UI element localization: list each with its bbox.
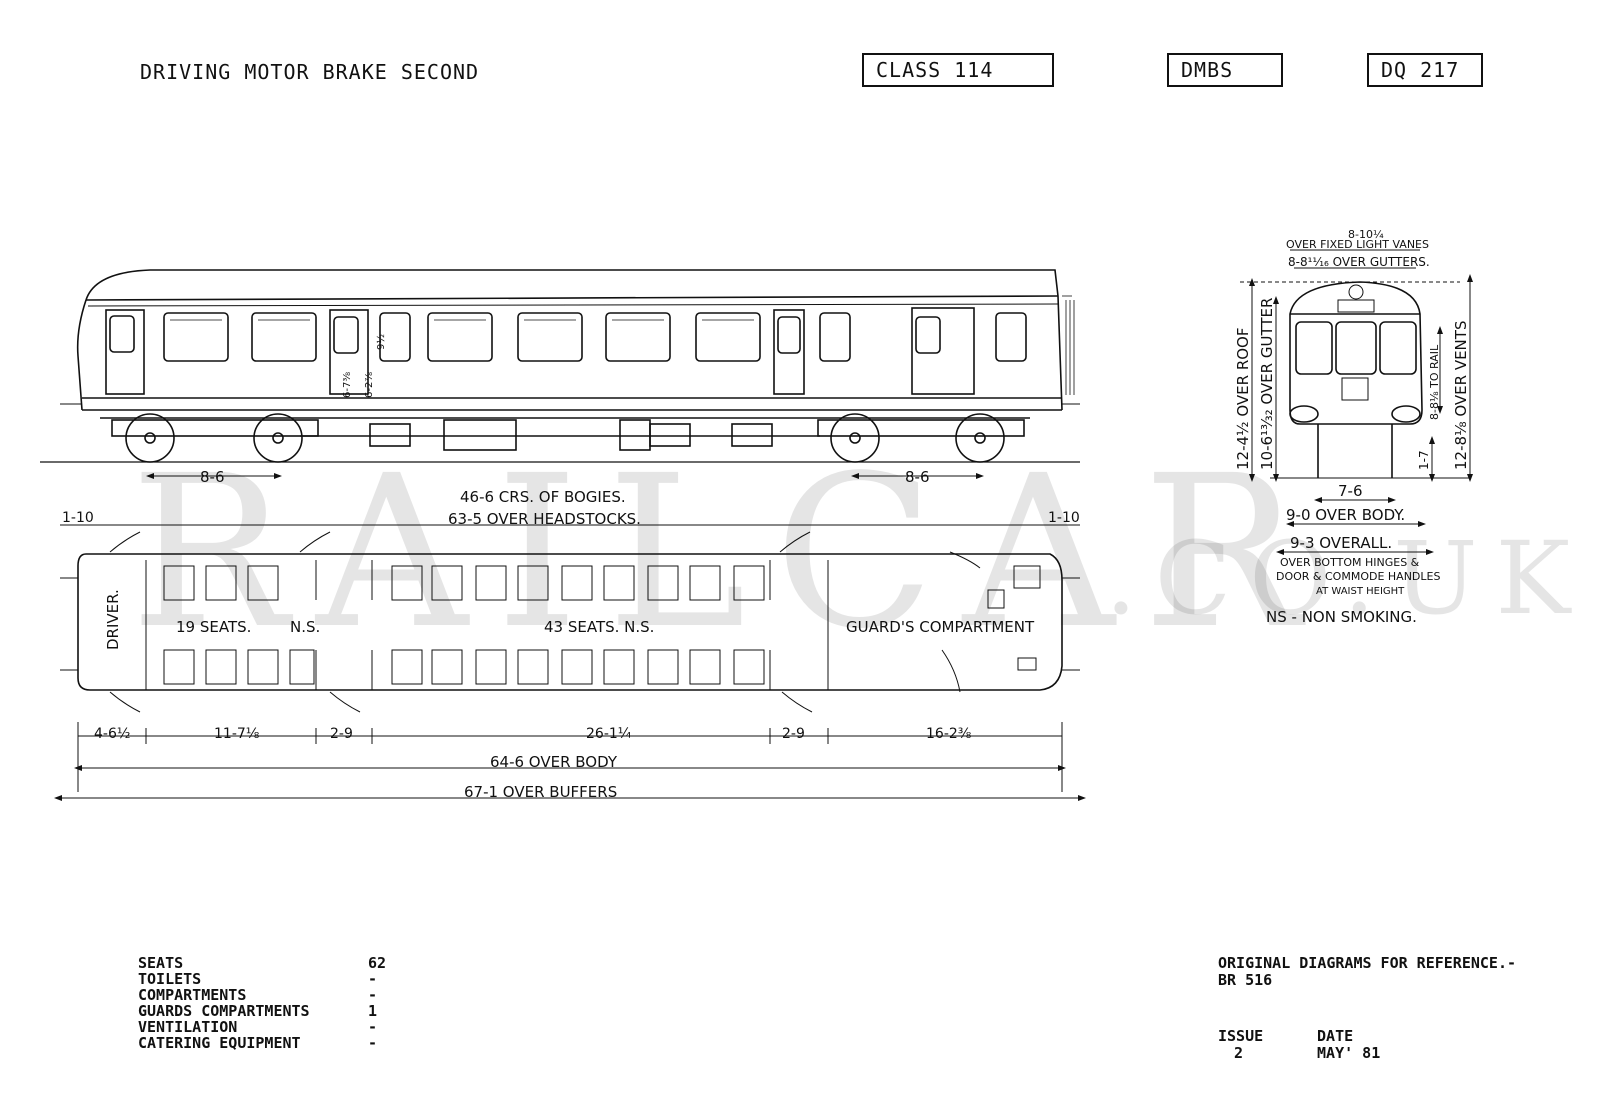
- issue-block: ISSUE 2 DATE MAY' 81: [1218, 1028, 1407, 1062]
- issue-value: 2: [1234, 1044, 1244, 1062]
- stats-label: GUARDS COMPARTMENTS: [138, 1002, 310, 1020]
- plan-view: [60, 531, 1080, 713]
- plan-dim-5: 2-9: [782, 726, 805, 742]
- side-elevation: [40, 269, 1080, 463]
- stats-row: TOILETS -: [138, 971, 408, 987]
- stats-label: TOILETS: [138, 970, 202, 988]
- dim-over-body: 64-6 OVER BODY: [490, 753, 618, 771]
- guards-compartment-label: GUARD'S COMPARTMENT: [846, 618, 1035, 636]
- top-dim-2: 8-8¹¹⁄₁₆ OVER GUTTERS.: [1288, 255, 1430, 269]
- overall-note-1: OVER BOTTOM HINGES &: [1280, 556, 1420, 569]
- overall-note-3: AT WAIST HEIGHT: [1316, 586, 1405, 597]
- class-box: CLASS 114: [862, 53, 1054, 87]
- bogie-wheelbase-right: 8-6: [905, 468, 930, 486]
- drawing-title: DRIVING MOTOR BRAKE SECOND: [140, 60, 480, 84]
- driver-label: DRIVER.: [104, 589, 122, 650]
- door-height-1: 6-7⅜: [342, 372, 353, 398]
- top-dim-1: 8-10¼: [1348, 228, 1384, 241]
- stats-label: CATERING EQUIPMENT: [138, 1034, 301, 1052]
- bogie-wheelbase-left: 8-6: [200, 468, 225, 486]
- bogie-right: [817, 413, 1025, 463]
- ns-label-1: N.S.: [290, 618, 320, 636]
- date-value: MAY' 81: [1317, 1044, 1381, 1062]
- plan-dim-6: 16-2⅜: [926, 726, 972, 742]
- stats-row: SEATS 62: [138, 955, 408, 971]
- dim-over-buffers: 67-1 OVER BUFFERS: [464, 783, 617, 801]
- dim-step: 1-7: [1417, 450, 1431, 470]
- end-dim-right: 1-10: [1048, 510, 1080, 526]
- plan-dim-1: 4-6½: [94, 726, 130, 742]
- stats-value: -: [368, 970, 378, 988]
- stats-value: -: [368, 1034, 378, 1052]
- stats-value: -: [368, 1018, 378, 1036]
- plan-dim-3: 2-9: [330, 726, 353, 742]
- stats-row: VENTILATION -: [138, 1019, 408, 1035]
- stats-row: CATERING EQUIPMENT -: [138, 1035, 408, 1051]
- diagram-box: DQ 217: [1367, 53, 1483, 87]
- reference-block: ORIGINAL DIAGRAMS FOR REFERENCE.- BR 516: [1218, 955, 1516, 989]
- dim-end-over-body: 9-0 OVER BODY.: [1286, 506, 1405, 524]
- dim-over-gutter: 10-6¹³⁄₃₂ OVER GUTTER: [1258, 298, 1276, 470]
- dim-crs-bogies: 46-6 CRS. OF BOGIES.: [460, 488, 626, 506]
- stats-label: VENTILATION: [138, 1018, 238, 1036]
- end-elevation: [1270, 281, 1470, 479]
- door-height-2: 6-2⅞: [364, 372, 375, 398]
- plan-dim-4: 26-1¼: [586, 726, 632, 742]
- dim-to-rail: 8-8⅛ TO RAIL: [1428, 344, 1441, 420]
- stats-row: GUARDS COMPARTMENTS 1: [138, 1003, 408, 1019]
- dim-bogie-width: 7-6: [1338, 482, 1363, 500]
- stats-row: COMPARTMENTS -: [138, 987, 408, 1003]
- overall-note-2: DOOR & COMMODE HANDLES: [1276, 570, 1440, 583]
- reference-line-2: BR 516: [1218, 971, 1273, 989]
- seats-43-label: 43 SEATS. N.S.: [544, 618, 654, 636]
- type-box: DMBS: [1167, 53, 1283, 87]
- watermark-suffix: .CO.UK: [1105, 520, 1589, 637]
- bogie-left: [111, 413, 319, 463]
- ns-key: NS - NON SMOKING.: [1266, 608, 1417, 626]
- seats-19-label: 19 SEATS.: [176, 618, 251, 636]
- dim-over-vents: 12-8⅛ OVER VENTS: [1452, 321, 1470, 470]
- dim-over-roof: 12-4½ OVER ROOF: [1234, 328, 1252, 471]
- plan-dim-2: 11-7⅛: [214, 726, 260, 742]
- issue-label: ISSUE: [1218, 1027, 1264, 1045]
- stats-label: COMPARTMENTS: [138, 986, 247, 1004]
- dim-headstocks: 63-5 OVER HEADSTOCKS.: [448, 510, 641, 528]
- stats-value: 62: [368, 954, 387, 972]
- stats-label: SEATS: [138, 954, 184, 972]
- date-label: DATE: [1317, 1027, 1354, 1045]
- top-dim-1-note: OVER FIXED LIGHT VANES: [1286, 238, 1429, 251]
- stats-table: SEATS 62 TOILETS - COMPARTMENTS - GUARDS CO…: [138, 955, 408, 1051]
- stats-value: -: [368, 986, 378, 1004]
- door-height-3: 9½: [375, 334, 387, 350]
- end-dim-left: 1-10: [62, 510, 94, 526]
- dim-overall: 9-3 OVERALL.: [1290, 534, 1392, 552]
- watermark-text: RAILCAR: [130, 430, 1329, 675]
- reference-line-1: ORIGINAL DIAGRAMS FOR REFERENCE.-: [1218, 954, 1517, 972]
- stats-value: 1: [368, 1002, 378, 1020]
